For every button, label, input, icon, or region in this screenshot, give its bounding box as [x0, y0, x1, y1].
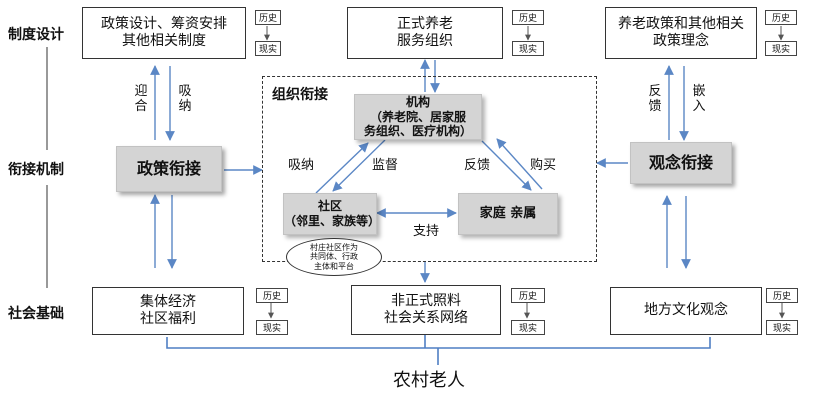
row-label-institutional: 制度设计: [8, 27, 64, 43]
bottom-box-informal-care: 非正式照料 社会关系网络: [351, 285, 501, 335]
org-connection-frame: [262, 76, 597, 262]
rural-elderly-label: 农村老人: [393, 370, 465, 391]
reality-tag: 现实: [255, 41, 281, 56]
label-embed: 嵌入: [692, 84, 706, 114]
label-inner-purchase: 购买: [530, 158, 557, 173]
row-label-mechanism: 衔接机制: [8, 162, 64, 178]
community-box: 社区 （邻里、家族等）: [283, 193, 380, 235]
bottom-bracket: [166, 337, 711, 349]
history-tag: 历史: [256, 288, 288, 303]
label-feedback: 反馈: [648, 84, 662, 114]
idea-connection-box: 观念衔接: [630, 142, 732, 184]
top-box-policy-design: 政策设计、筹资安排 其他相关制度: [82, 7, 246, 59]
arrow-inner-supervise: [332, 139, 386, 192]
top-box-policy-ideas: 养老政策和其他相关 政策理念: [605, 7, 757, 59]
bottom-box-collective: 集体经济 社区福利: [92, 287, 244, 335]
label-inner-absorb: 吸纳: [288, 158, 315, 173]
reality-tag: 现实: [511, 320, 545, 335]
history-tag: 历史: [765, 10, 797, 25]
history-tag: 历史: [255, 10, 281, 25]
label-absorb: 吸纳: [178, 84, 192, 114]
reality-tag: 现实: [256, 320, 288, 335]
history-tag: 历史: [766, 288, 798, 303]
org-connection-title: 组织衔接: [272, 87, 328, 103]
arrow-inner-feedback: [481, 140, 532, 191]
history-tag: 历史: [512, 10, 544, 25]
row-label-foundation: 社会基础: [8, 306, 64, 322]
reality-tag: 现实: [765, 41, 797, 56]
arrow-inner-purchase: [496, 138, 543, 190]
label-inner-support: 支持: [413, 224, 440, 239]
policy-connection-box: 政策衔接: [116, 146, 222, 192]
history-tag: 历史: [511, 288, 545, 303]
village-community-oval: 村庄社区作为 共同体、行政 主体和平台: [286, 238, 382, 276]
label-cater: 迎合: [134, 84, 148, 114]
reality-tag: 现实: [512, 41, 544, 56]
institution-box: 机构 （养老院、居家服 务组织、医疗机构）: [354, 94, 482, 140]
reality-tag: 现实: [766, 320, 798, 335]
top-box-formal-org: 正式养老 服务组织: [347, 7, 503, 59]
label-inner-feedback: 反馈: [464, 158, 491, 173]
bottom-box-local-culture: 地方文化观念: [610, 287, 762, 335]
label-inner-supervise: 监督: [372, 158, 399, 173]
arrow-inner-absorb: [315, 142, 369, 194]
family-box: 家庭 亲属: [458, 193, 558, 235]
